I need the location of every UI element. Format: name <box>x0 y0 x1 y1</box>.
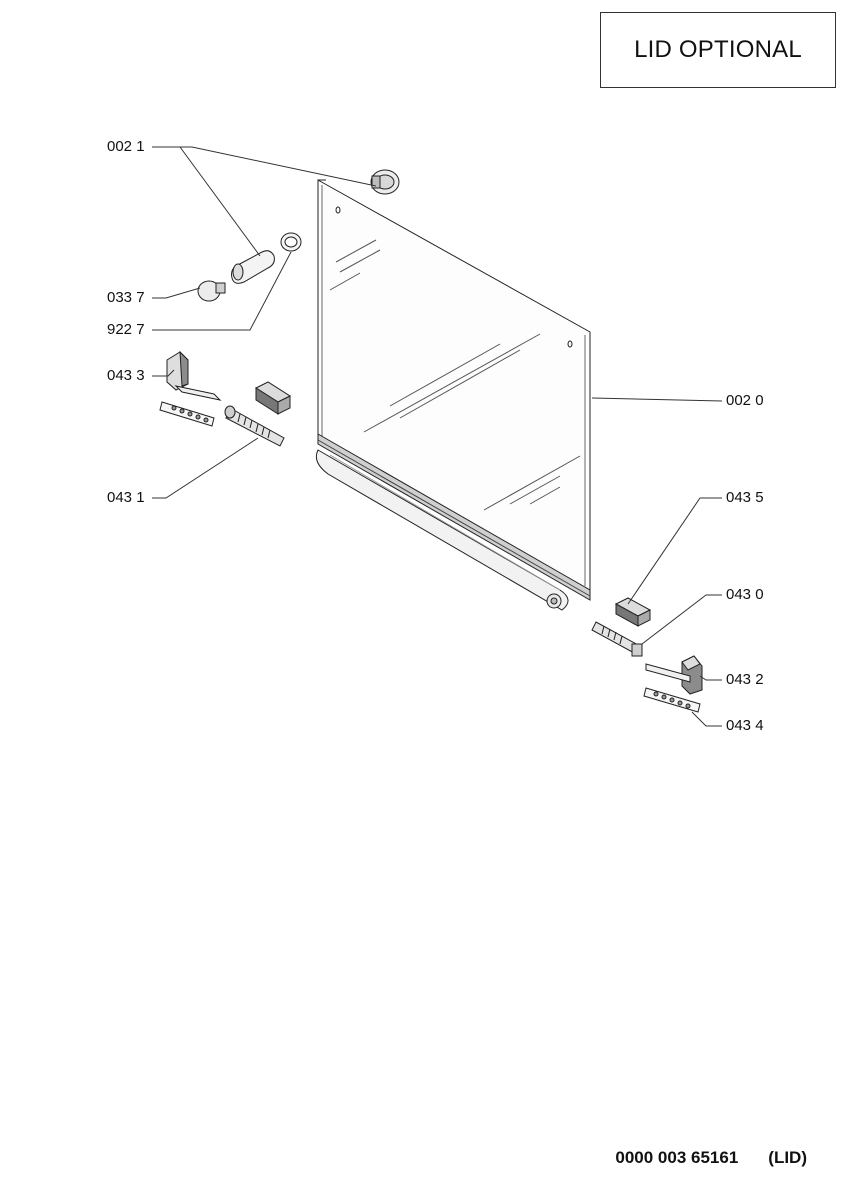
glass-lid-panel <box>315 179 591 611</box>
callout-043-3: 043 3 <box>107 367 145 384</box>
callout-002-0: 002 0 <box>726 392 764 409</box>
right-hinge-bracket-part <box>645 655 703 695</box>
left-felt-block-part <box>254 381 292 415</box>
right-felt-block-part <box>614 597 652 627</box>
title-text: LID OPTIONAL <box>634 36 802 63</box>
callout-043-4: 043 4 <box>726 717 764 734</box>
left-hinge-bracket-part <box>166 350 222 401</box>
leader-lines <box>152 146 723 727</box>
callout-033-7: 033 7 <box>107 289 145 306</box>
callout-043-0: 043 0 <box>726 586 764 603</box>
callout-043-5: 043 5 <box>726 489 764 506</box>
washer-part <box>280 232 302 252</box>
callout-043-1: 043 1 <box>107 489 145 506</box>
spacer-tube-part <box>231 250 275 284</box>
document-label: (LID) <box>768 1148 807 1167</box>
callout-922-7: 922 7 <box>107 321 145 338</box>
top-knob-part <box>370 169 400 195</box>
callout-002-1: 002 1 <box>107 138 145 155</box>
document-code: 0000 003 65161 <box>615 1148 739 1167</box>
right-hinge-plate-part <box>643 687 701 713</box>
document-footer: 0000 003 65161 (LID) <box>615 1148 807 1168</box>
callout-043-2: 043 2 <box>726 671 764 688</box>
left-hinge-pin-part <box>224 405 285 447</box>
right-hinge-pin-part <box>591 621 643 657</box>
title-box: LID OPTIONAL <box>600 12 836 88</box>
knob-033-part <box>197 280 226 302</box>
left-hinge-plate-part <box>159 401 215 427</box>
